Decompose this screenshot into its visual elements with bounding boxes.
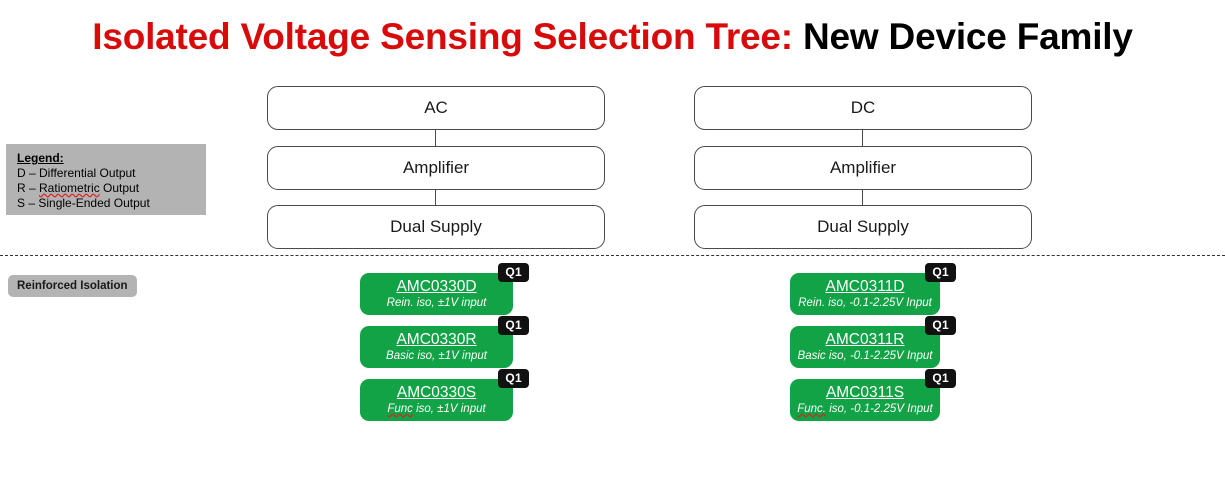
connector-dc-1 (862, 130, 864, 146)
device-card-amc0330d[interactable]: Q1 AMC0330D Rein. iso, ±1V input (360, 263, 529, 315)
device-name-amc0330d: AMC0330D (396, 278, 477, 295)
device-card-amc0330r[interactable]: Q1 AMC0330R Basic iso, ±1V input (360, 316, 529, 368)
flow-box-ac-source-label: AC (424, 98, 448, 117)
legend-item-s-term: Single-Ended (38, 196, 111, 210)
flow-box-ac-supply-label: Dual Supply (390, 217, 482, 236)
qualification-badge-q1: Q1 (498, 369, 529, 388)
flow-box-ac-supply[interactable]: Dual Supply (267, 205, 605, 249)
device-desc-amc0311r: Basic iso, -0.1-2.25V Input (798, 349, 933, 364)
device-name-amc0330s: AMC0330S (396, 384, 477, 401)
device-desc-amc0311s: Func. iso, -0.1-2.25V Input (797, 402, 933, 417)
page-title-secondary: New Device Family (792, 16, 1133, 57)
page-title: Isolated Voltage Sensing Selection Tree:… (0, 14, 1225, 60)
flow-box-dc-supply-label: Dual Supply (817, 217, 909, 236)
device-name-amc0311d: AMC0311D (825, 278, 905, 295)
connector-ac-1 (435, 130, 437, 146)
device-desc-term: Basic (797, 350, 826, 362)
flow-box-ac-amplifier-label: Amplifier (402, 158, 470, 177)
legend-item-r-suffix: Output (99, 181, 140, 195)
flow-box-ac-amplifier[interactable]: Amplifier (267, 146, 605, 190)
legend-box: Legend: D – Differential Output R – Rati… (6, 144, 206, 215)
device-card-amc0311d[interactable]: Q1 AMC0311D Rein. iso, -0.1-2.25V Input (790, 263, 956, 315)
connector-ac-2 (435, 190, 437, 205)
qualification-badge-q1: Q1 (925, 316, 956, 335)
device-desc-suffix: iso, ±1V input (412, 403, 486, 415)
isolation-divider-line (0, 255, 1225, 256)
qualification-badge-q1: Q1 (925, 263, 956, 282)
legend-item-d: D – Differential Output (17, 166, 206, 181)
device-desc-amc0330d: Rein. iso, ±1V input (387, 296, 487, 311)
device-desc-suffix: iso, ±1V input (413, 297, 487, 309)
device-desc-suffix: iso, -0.1-2.25V Input (826, 403, 933, 415)
legend-item-s-suffix: Output (110, 196, 150, 210)
flow-box-dc-amplifier-label: Amplifier (829, 158, 897, 177)
device-name-amc0311r: AMC0311R (825, 331, 905, 348)
qualification-badge-q1: Q1 (498, 263, 529, 282)
legend-item-s-prefix: S – (17, 196, 39, 210)
qualification-badge-q1: Q1 (925, 369, 956, 388)
flow-box-dc-source-label: DC (850, 98, 876, 117)
legend-heading: Legend: (17, 151, 64, 165)
isolation-divider-label: Reinforced Isolation (8, 275, 137, 297)
device-desc-amc0330r: Basic iso, ±1V input (386, 349, 487, 364)
qualification-badge-q1: Q1 (498, 316, 529, 335)
device-desc-suffix: iso, -0.1-2.25V Input (825, 297, 932, 309)
device-desc-suffix: iso, ±1V input (414, 350, 487, 362)
device-desc-suffix: iso, -0.1-2.25V Input (825, 350, 933, 362)
device-desc-term: Rein. (386, 297, 414, 309)
flow-box-dc-amplifier[interactable]: Amplifier (694, 146, 1032, 190)
legend-item-r-term: Ratiometric (39, 181, 100, 195)
device-desc-term: Rein. (798, 297, 826, 309)
page-title-primary: Isolated Voltage Sensing Selection Tree: (92, 16, 793, 57)
legend-item-r: R – Ratiometric Output (17, 181, 206, 196)
flow-box-ac-source[interactable]: AC (267, 86, 605, 130)
device-desc-term: Func. (797, 403, 826, 415)
device-desc-amc0311d: Rein. iso, -0.1-2.25V Input (798, 296, 932, 311)
flow-box-dc-source[interactable]: DC (694, 86, 1032, 130)
device-card-amc0330s[interactable]: Q1 AMC0330S Func iso, ±1V input (360, 369, 529, 421)
legend-item-s: S – Single-Ended Output (17, 196, 206, 211)
device-desc-amc0330s: Func iso, ±1V input (387, 402, 485, 417)
device-card-amc0311s[interactable]: Q1 AMC0311S Func. iso, -0.1-2.25V Input (790, 369, 956, 421)
device-name-amc0330r: AMC0330R (396, 331, 477, 348)
legend-item-d-term: Differential (39, 166, 97, 180)
connector-dc-2 (862, 190, 864, 205)
legend-item-r-prefix: R – (17, 181, 40, 195)
legend-item-d-prefix: D – (17, 166, 40, 180)
legend-item-d-suffix: Output (96, 166, 136, 180)
flow-box-dc-supply[interactable]: Dual Supply (694, 205, 1032, 249)
device-desc-term: Basic (386, 350, 415, 362)
device-name-amc0311s: AMC0311S (825, 384, 905, 401)
device-desc-term: Func (387, 403, 413, 415)
device-card-amc0311r[interactable]: Q1 AMC0311R Basic iso, -0.1-2.25V Input (790, 316, 956, 368)
